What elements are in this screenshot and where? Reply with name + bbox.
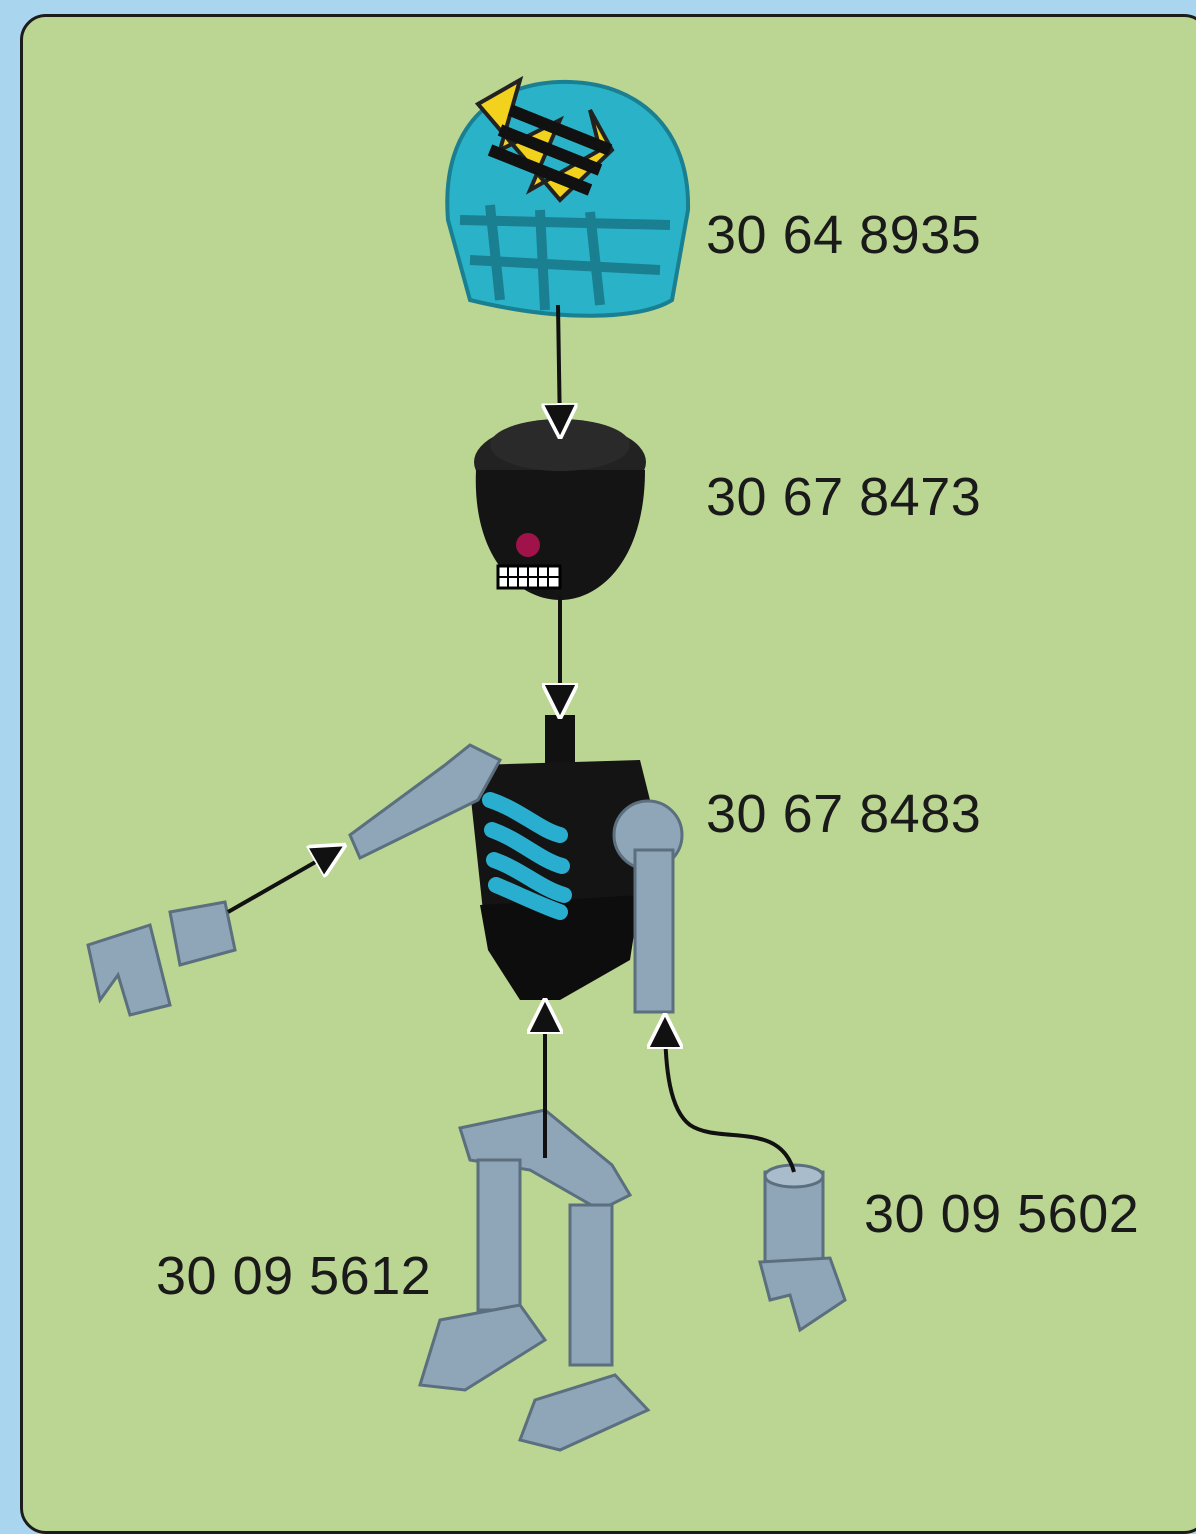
- torso-icon: [348, 715, 684, 1014]
- left-hand-icon: [86, 900, 237, 1017]
- arrow-hand-to-left-arm: [227, 848, 340, 914]
- helmet-icon: [445, 75, 691, 318]
- part-number-legs: 30 09 5612: [156, 1246, 432, 1306]
- part-number-head: 30 67 8473: [706, 467, 982, 527]
- arrow-helmet-to-head: [558, 304, 560, 432]
- assembly-arrows: [227, 304, 796, 1173]
- part-number-helmet: 30 64 8935: [706, 205, 982, 265]
- part-number-torso: 30 67 8483: [706, 784, 982, 844]
- arrow-hand-to-right-arm: [665, 1020, 796, 1173]
- hand-icon: [758, 1163, 847, 1333]
- part-number-hand: 30 09 5602: [864, 1184, 1140, 1244]
- skull-head-icon: [474, 419, 646, 600]
- legs-icon: [418, 1108, 651, 1452]
